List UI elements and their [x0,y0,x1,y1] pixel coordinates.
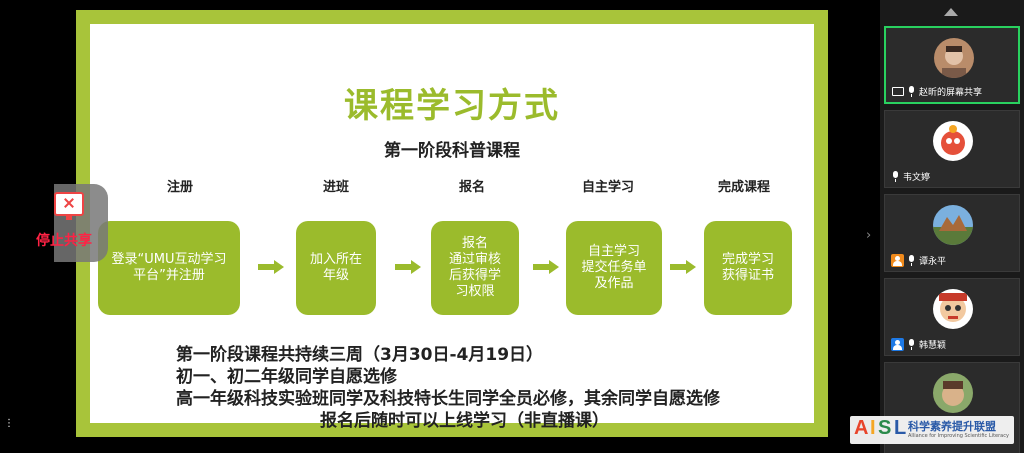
user-icon [891,254,904,267]
avatar [933,289,973,329]
arrow-right-icon [395,260,421,274]
chevron-up-icon[interactable] [944,8,958,16]
step-box-join-class: 加入所在 年级 [296,221,376,315]
aisl-watermark: A I S L 科学素养提升联盟 Alliance for Improving … [850,416,1014,444]
participant-tile[interactable]: 谭永平 [884,194,1020,272]
step-box-signup: 报名 通过审核 后获得学 习权限 [431,221,519,315]
participant-name: 韩慧颖 [919,341,947,351]
more-icon[interactable]: ⋮ [4,418,14,429]
step-box-register: 登录“UMU互动学习 平台”并注册 [98,221,240,315]
info-line-senior: 高一年级科技实验班同学及科技特长生同学全员必修，其余同学自愿选修 [176,389,720,409]
chevron-right-icon[interactable]: › [866,228,872,243]
screen-share-icon [892,87,904,96]
microphone-icon [907,86,916,97]
step-label-signup: 报名 [458,180,485,195]
stop-share-icon [54,192,84,220]
step-box-self-study: 自主学习 提交任务单 及作品 [566,221,662,315]
avatar [933,121,973,161]
slide-title: 课程学习方式 [344,86,560,126]
participant-name: 赵昕的屏幕共享 [919,88,983,98]
info-line-junior: 初一、初二年级同学自愿选修 [176,367,397,387]
participant-tile[interactable]: 韩慧颖 [884,278,1020,356]
watermark-en: Alliance for Improving Scientific Litera… [908,433,1009,439]
step-box-complete: 完成学习 获得证书 [704,221,792,315]
arrow-right-icon [533,260,559,274]
microphone-icon [891,171,900,182]
stop-share-button[interactable]: 停止共享 [30,184,108,262]
participant-tile[interactable]: 赵昕的屏幕共享 [884,26,1020,104]
microphone-icon [907,255,916,266]
participant-tile[interactable]: 韦文婷 [884,110,1020,188]
participant-name: 谭永平 [919,257,947,267]
step-label-register: 注册 [166,180,193,195]
step-label-join-class: 进班 [322,180,349,195]
slide-content: 课程学习方式 第一阶段科普课程 注册 进班 报名 自主学习 完成课程 登录“UM… [90,24,814,431]
avatar [933,373,973,413]
info-line-duration: 第一阶段课程共持续三周（3月30日-4月19日） [176,345,544,365]
arrow-right-icon [670,260,696,274]
watermark-cn: 科学素养提升联盟 [908,420,996,433]
slide-subtitle: 第一阶段科普课程 [384,141,520,161]
slide-frame: 课程学习方式 第一阶段科普课程 注册 进班 报名 自主学习 完成课程 登录“UM… [76,10,828,437]
step-label-self-study: 自主学习 [581,180,634,195]
shared-screen: 课程学习方式 第一阶段科普课程 注册 进班 报名 自主学习 完成课程 登录“UM… [0,0,880,453]
avatar [933,205,973,245]
arrow-right-icon [258,260,284,274]
step-label-complete: 完成课程 [717,180,770,195]
microphone-icon [907,339,916,350]
user-icon [891,338,904,351]
stop-share-label: 停止共享 [36,233,92,249]
participant-name: 韦文婷 [903,173,931,183]
info-line-anytime: 报名后随时可以上线学习（非直播课） [320,411,609,431]
avatar [934,38,974,78]
